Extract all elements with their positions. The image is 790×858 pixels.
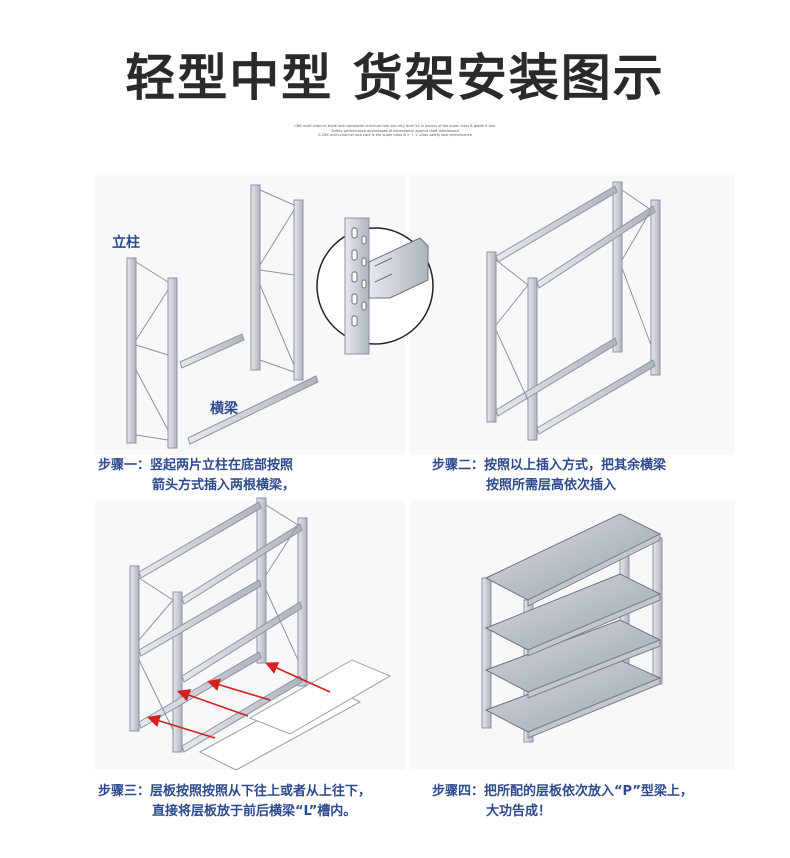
step-2-line2: 按照所需层高依次插入 — [486, 478, 617, 493]
label-upright: 立柱 — [112, 235, 140, 251]
step-2-caption: 步骤二：按照以上插入方式，把其余横梁 按照所需层高依次插入 — [432, 456, 666, 496]
step-4-line2: 大功告成！ — [486, 804, 552, 819]
step3-shelf-panels — [198, 659, 392, 771]
fine-print-line: CBS multi-channel triple lock composite … — [294, 124, 496, 128]
step-4-line1: 把所配的层板依次放入“P”型梁上， — [484, 784, 693, 799]
step-1-head: 步骤一： — [98, 458, 151, 473]
page-title: 轻型中型 货架安装图示 — [125, 49, 665, 107]
fine-print-line: Safety performance advantages of exceeda… — [331, 128, 459, 133]
step-4-head: 步骤四： — [432, 784, 485, 799]
step1-beams — [179, 333, 319, 445]
step-2-head: 步骤二： — [432, 458, 485, 473]
step2-rack — [486, 181, 661, 441]
step-3-line2: 直接将层板放于前后横梁“L”槽内。 — [152, 804, 357, 819]
step-1-line2: 箭头方式插入两根横梁， — [152, 478, 296, 493]
step-3-caption: 步骤三：层板按照按照从下往上或者从上往下， 直接将层板放于前后横梁“L”槽内。 — [98, 782, 371, 822]
fine-print: CBS multi-channel triple lock composite … — [240, 124, 550, 138]
step-1-caption: 步骤一：竖起两片立柱在底部按照 箭头方式插入两根横梁， — [98, 456, 295, 496]
step3-arrows — [146, 662, 331, 739]
step-2-line1: 按照以上插入方式，把其余横梁 — [484, 458, 667, 473]
step-1-line1: 竖起两片立柱在底部按照 — [150, 458, 294, 473]
step1-upright-left — [126, 257, 178, 449]
step4-shelf-edges — [527, 533, 661, 739]
step1-detail-circle — [316, 217, 434, 355]
label-beam: 横梁 — [210, 401, 238, 417]
fine-print-line: A CBS multi-channel lock core is the sup… — [318, 133, 472, 137]
step1-upright-right — [250, 184, 304, 381]
step-4-caption: 步骤四：把所配的层板依次放入“P”型梁上， 大功告成！ — [432, 782, 693, 822]
step-3-head: 步骤三： — [98, 784, 151, 799]
step3-rack — [129, 497, 308, 753]
step-3-line1: 层板按照按照从下往上或者从上往下， — [150, 784, 372, 799]
